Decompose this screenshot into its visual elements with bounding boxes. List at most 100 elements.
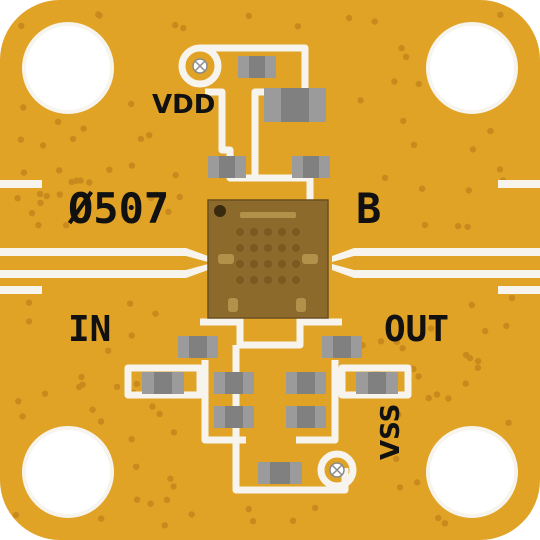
smd-component — [258, 462, 302, 484]
vss-pad-mark — [331, 464, 343, 476]
mounting-hole-bottom-right — [426, 426, 518, 518]
rf-gap-right-lower — [498, 286, 540, 294]
via — [170, 429, 178, 436]
thermal-via — [292, 228, 300, 236]
via — [245, 12, 252, 20]
via — [89, 406, 96, 413]
thermal-via — [264, 228, 272, 236]
output-port-label: OUT — [384, 309, 450, 350]
via — [425, 394, 432, 402]
via — [39, 142, 47, 149]
via — [152, 191, 159, 198]
via — [175, 92, 182, 99]
via — [415, 80, 422, 88]
via — [445, 395, 452, 402]
via — [399, 345, 406, 352]
thermal-via — [292, 260, 300, 268]
via — [25, 318, 33, 325]
revision-label: B — [356, 184, 382, 233]
via — [74, 210, 81, 217]
via — [496, 166, 504, 173]
vss-trace-right — [300, 318, 412, 399]
smd-component — [322, 336, 362, 358]
thermal-via — [264, 260, 272, 268]
via — [393, 455, 400, 462]
thermal-via — [250, 260, 258, 268]
via — [19, 413, 26, 420]
chip-thermal-vias — [236, 228, 300, 284]
vdd-label: VDD — [152, 90, 216, 120]
via — [418, 185, 426, 192]
chip-pads — [218, 212, 318, 312]
via — [113, 383, 121, 390]
thermal-via — [278, 276, 286, 284]
via — [35, 221, 42, 229]
via — [289, 517, 297, 524]
vss-label: VSS — [376, 403, 406, 460]
via — [398, 44, 405, 52]
via — [312, 504, 319, 512]
thermal-via — [250, 244, 258, 252]
via — [435, 514, 442, 522]
via — [400, 117, 407, 125]
rf-taper-left — [186, 248, 208, 262]
part-code-label: Ø507 — [68, 184, 170, 233]
via — [156, 410, 163, 418]
via — [381, 174, 389, 181]
via — [482, 327, 489, 335]
smd-component — [286, 372, 326, 394]
via — [377, 338, 385, 345]
via — [128, 436, 135, 443]
via — [249, 517, 257, 525]
via — [96, 12, 103, 19]
smd-component — [142, 372, 184, 394]
via — [17, 136, 25, 143]
via — [80, 125, 87, 132]
components — [142, 56, 398, 484]
rf-gap-right — [498, 180, 540, 188]
ic-chip — [207, 199, 329, 319]
via — [152, 310, 159, 317]
thermal-via — [250, 228, 258, 236]
rf-taper-left-b — [186, 264, 208, 278]
via-pattern — [12, 11, 516, 529]
via — [505, 419, 512, 427]
via — [345, 14, 353, 22]
rf-taper-right — [332, 248, 354, 262]
via — [465, 187, 472, 194]
via — [508, 294, 516, 302]
via — [106, 166, 113, 173]
smd-component — [214, 372, 254, 394]
vss-trace-left — [124, 318, 240, 399]
via — [410, 141, 418, 148]
via — [180, 24, 187, 32]
rf-output-gap-top — [354, 248, 540, 256]
thermal-via — [236, 228, 244, 236]
via — [413, 479, 421, 486]
via — [56, 191, 63, 198]
via — [395, 411, 402, 418]
thermal-via — [278, 260, 286, 268]
thermal-via — [292, 276, 300, 284]
via — [245, 505, 252, 513]
via — [62, 222, 70, 229]
via — [121, 212, 128, 219]
via — [421, 221, 429, 229]
vss-pad-ring — [317, 450, 357, 490]
via — [391, 78, 398, 85]
via — [433, 391, 441, 398]
rf-gap-left-lower — [0, 286, 42, 294]
via — [468, 301, 475, 309]
via — [37, 199, 44, 207]
via — [12, 511, 20, 519]
via — [427, 325, 435, 332]
via — [79, 381, 86, 388]
via — [462, 380, 469, 387]
mounting-hole-bottom-left — [22, 426, 114, 518]
via — [133, 380, 141, 388]
via — [128, 162, 136, 169]
via — [441, 520, 449, 527]
smd-component — [286, 406, 326, 428]
thermal-via — [236, 276, 244, 284]
